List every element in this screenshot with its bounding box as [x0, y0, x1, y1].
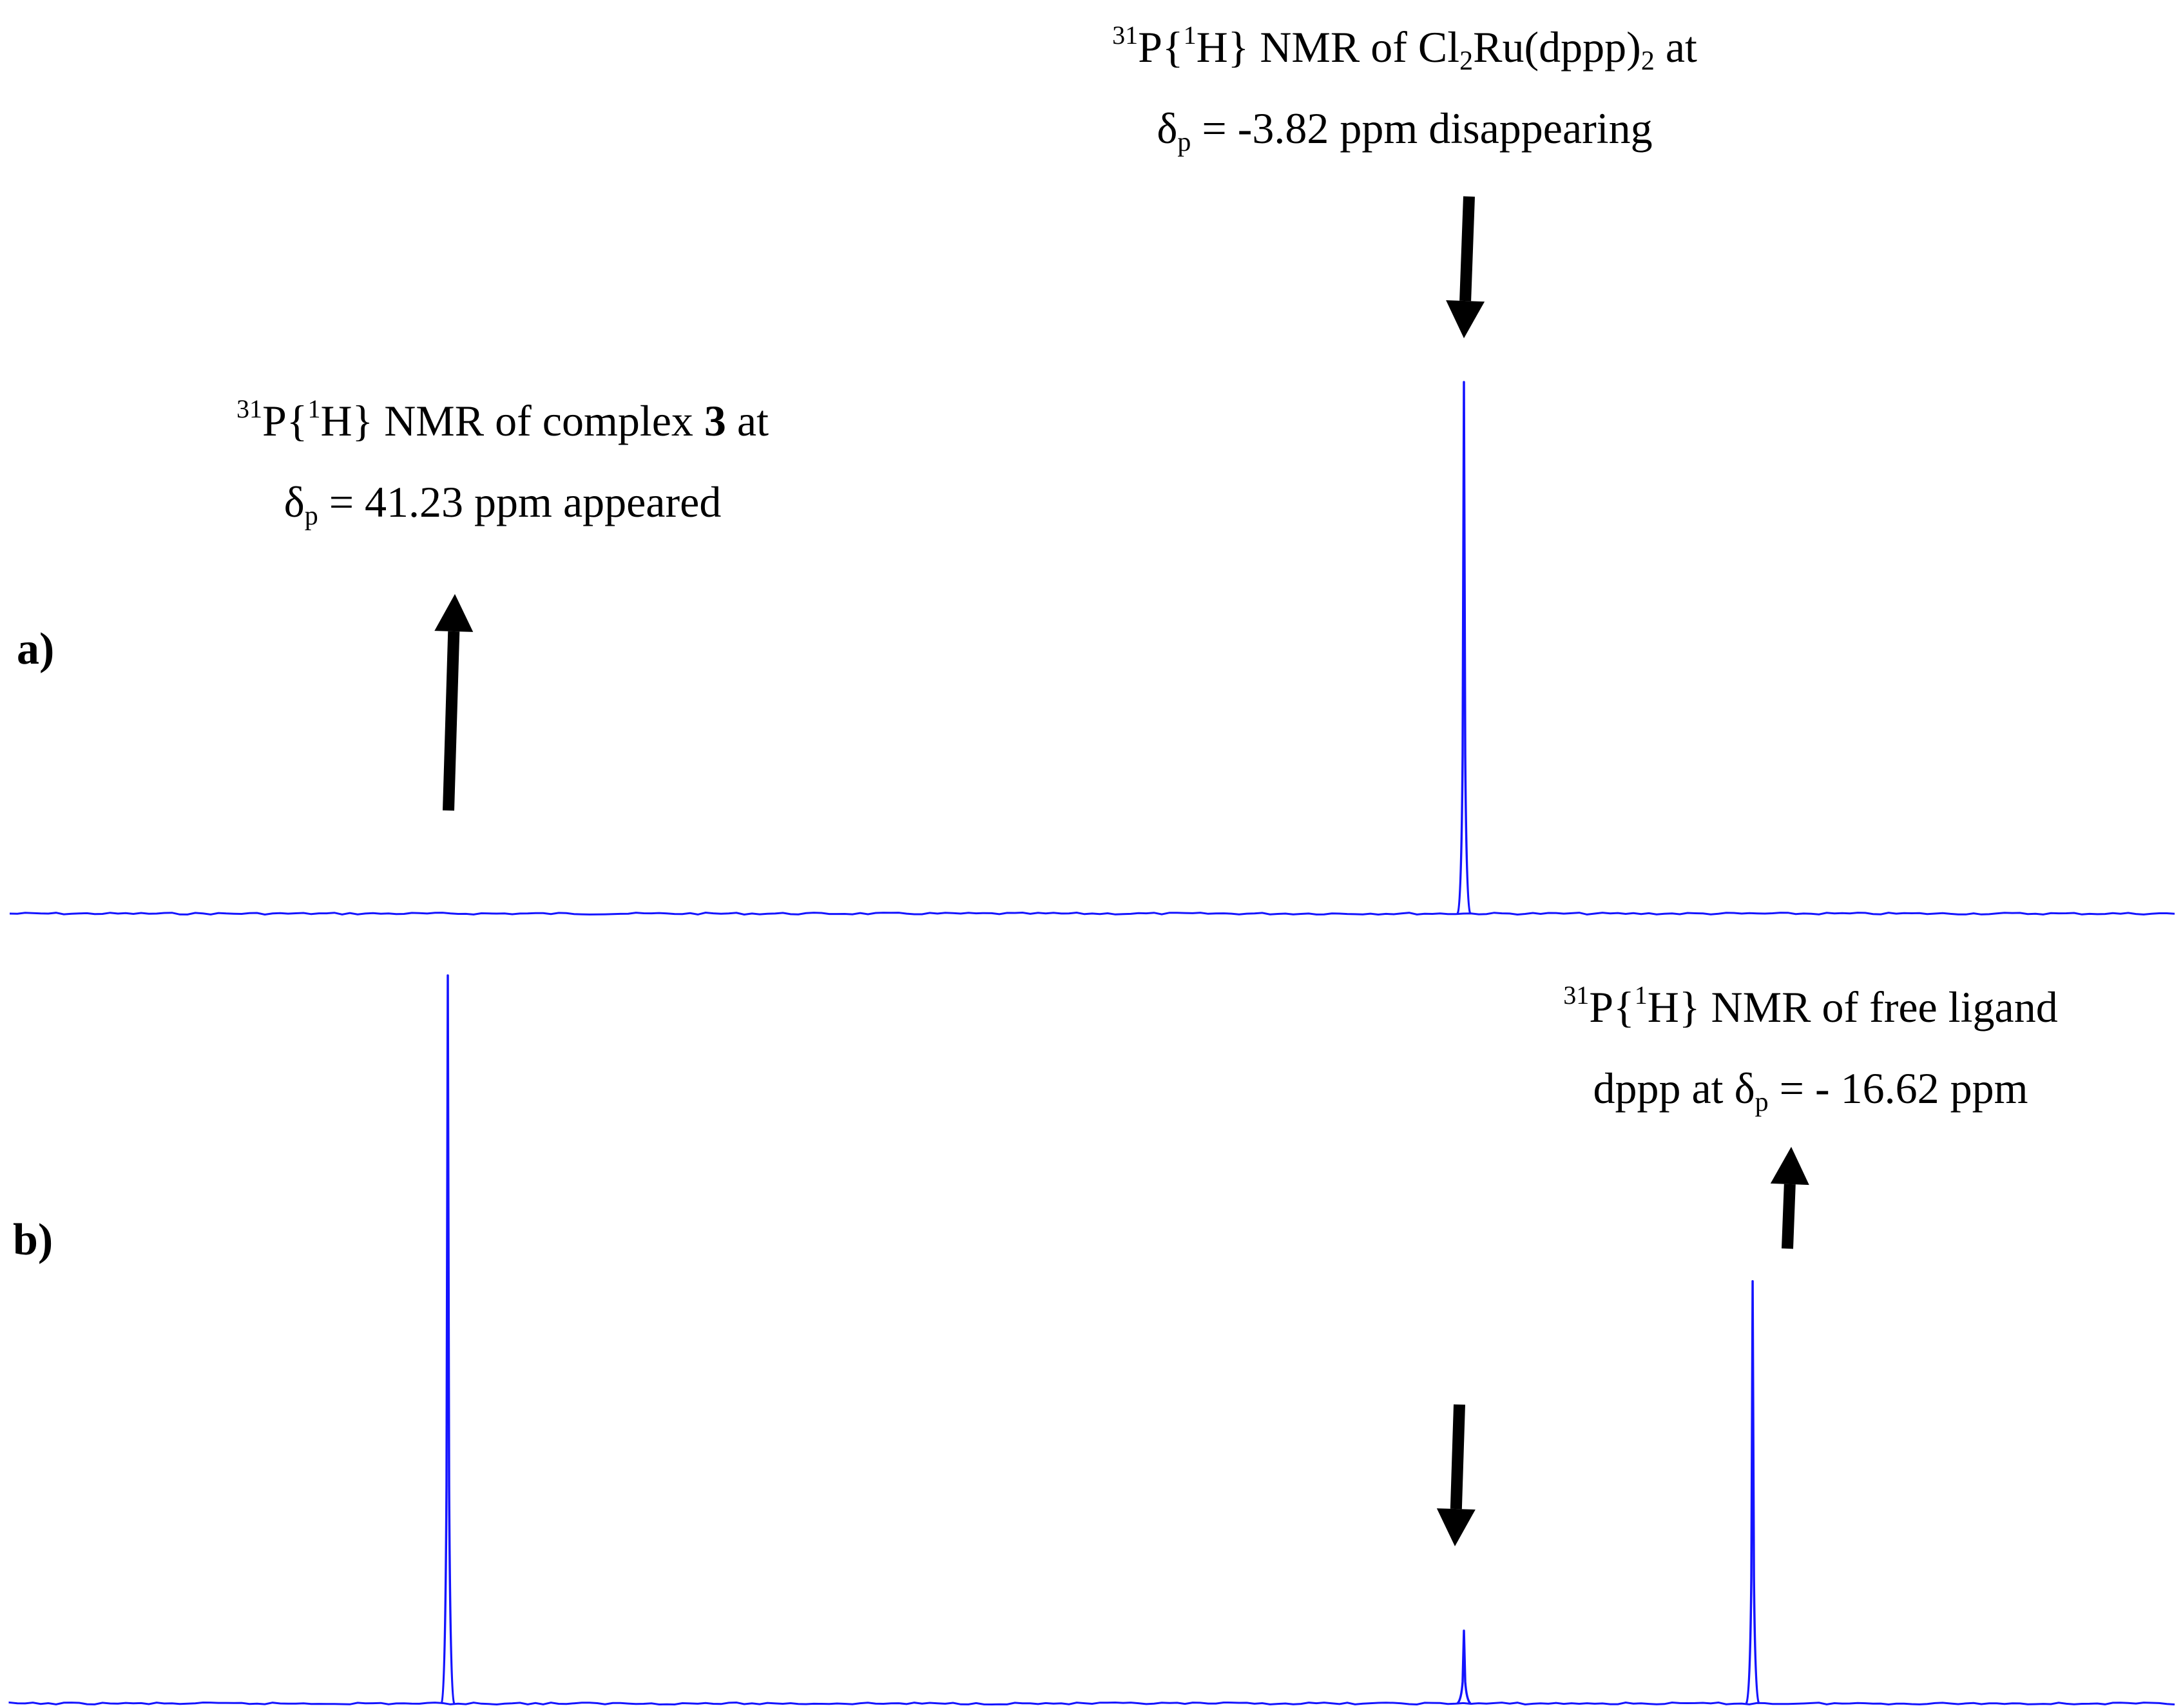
anno-text: H} NMR of complex	[320, 396, 704, 445]
subscript: p	[1177, 128, 1191, 157]
panel-b-label: b)	[13, 1215, 53, 1265]
subscript: p	[304, 501, 318, 531]
anno-text: H} NMR of Cl	[1196, 23, 1460, 72]
up-arrow-complex3-head	[434, 594, 474, 632]
isotope-superscript: 1	[307, 394, 321, 423]
subscript: 2	[1640, 46, 1655, 76]
annotation-cl2ru-line1: 31P{1H} NMR of Cl2Ru(dppp)2 at	[889, 10, 1920, 91]
annotation-cl2ru-line2: δp = -3.82 ppm disappearing	[889, 91, 1920, 172]
anno-text: at	[1654, 23, 1697, 72]
annotation-cl2ru: 31P{1H} NMR of Cl2Ru(dppp)2 at δp = -3.8…	[889, 10, 1920, 172]
delta-symbol: δ	[1734, 1064, 1755, 1113]
down-arrow-cl2ru-shaft	[1459, 196, 1475, 302]
anno-text: P{	[1138, 23, 1184, 72]
up-arrow-free-ligand	[1770, 1147, 1809, 1249]
down-arrow-cl2ru	[1446, 196, 1485, 338]
up-arrow-free-ligand-head	[1770, 1147, 1809, 1185]
up-arrow-complex3-shaft	[443, 631, 460, 811]
peak-b-2	[1745, 1280, 1760, 1705]
subscript: 2	[1459, 46, 1474, 76]
anno-text: = -3.82 ppm disappearing	[1191, 104, 1653, 153]
anno-text: = - 16.62 ppm	[1768, 1064, 2028, 1113]
anno-text: dppp at	[1593, 1064, 1735, 1113]
annotation-complex3-line1: 31P{1H} NMR of complex 3 at	[129, 383, 876, 465]
subscript: p	[1755, 1088, 1769, 1117]
compound-number: 3	[704, 396, 726, 445]
peak-b-0	[440, 974, 456, 1705]
anno-text: = 41.23 ppm appeared	[318, 477, 722, 526]
down-arrow-residual-head	[1436, 1508, 1476, 1546]
anno-text: at	[726, 396, 769, 445]
anno-text: Ru(dppp)	[1473, 23, 1641, 72]
delta-symbol: δ	[1157, 104, 1178, 153]
annotation-free-ligand-line1: 31P{1H} NMR of free ligand	[1443, 970, 2178, 1051]
down-arrow-cl2ru-head	[1446, 300, 1485, 338]
spectrum-baseline-panel-b	[8, 1701, 2175, 1706]
spectrum-baseline-panel-a	[9, 911, 2175, 916]
peak-a-0	[1456, 381, 1472, 915]
down-arrow-residual-shaft	[1450, 1404, 1465, 1510]
isotope-superscript: 31	[1563, 981, 1590, 1010]
anno-text: H} NMR of free ligand	[1647, 983, 2058, 1032]
isotope-superscript: 31	[236, 394, 262, 423]
isotope-superscript: 1	[1634, 981, 1648, 1010]
up-arrow-complex3	[434, 594, 474, 811]
isotope-superscript: 31	[1112, 21, 1139, 50]
annotation-free-ligand: 31P{1H} NMR of free ligand dppp at δp = …	[1443, 970, 2178, 1132]
anno-text: P{	[262, 396, 308, 445]
annotation-complex3: 31P{1H} NMR of complex 3 at δp = 41.23 p…	[129, 383, 876, 546]
up-arrow-free-ligand-shaft	[1782, 1184, 1796, 1249]
anno-text: P{	[1589, 983, 1635, 1032]
delta-symbol: δ	[284, 477, 305, 526]
down-arrow-residual	[1436, 1404, 1476, 1546]
annotation-free-ligand-line2: dppp at δp = - 16.62 ppm	[1443, 1051, 2178, 1132]
isotope-superscript: 1	[1183, 21, 1197, 50]
panel-a-label: a)	[17, 624, 55, 674]
annotation-complex3-line2: δp = 41.23 ppm appeared	[129, 465, 876, 546]
peak-b-1	[1456, 1629, 1472, 1705]
